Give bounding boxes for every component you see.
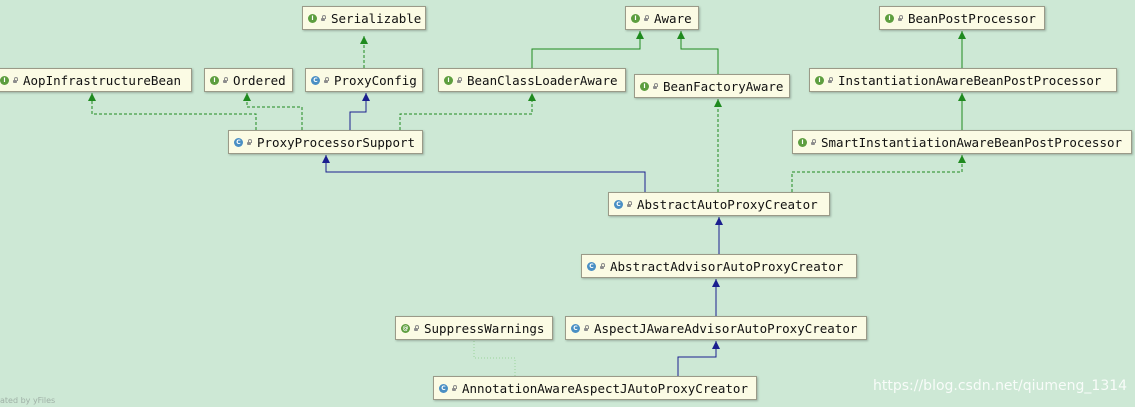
interface-icon: I — [210, 75, 219, 85]
node-bean-post-processor[interactable]: I BeanPostProcessor — [879, 6, 1045, 30]
edge-extends — [677, 341, 717, 376]
arrowhead — [714, 99, 722, 107]
node-abstract-auto-proxy-creator[interactable]: C AbstractAutoProxyCreator — [608, 192, 830, 216]
arrowhead — [243, 93, 251, 101]
node-smart-instantiation-aware-bean-post-processor[interactable]: I SmartInstantiationAwareBeanPostProcesso… — [792, 130, 1132, 154]
edge-extends-interface — [680, 31, 719, 74]
lock-icon — [626, 200, 632, 208]
yfiles-credit: ated by yFiles — [0, 396, 56, 405]
arrowhead — [677, 31, 685, 39]
lock-icon — [246, 138, 252, 146]
lock-icon — [897, 14, 903, 22]
node-label: Aware — [654, 10, 692, 26]
node-serializable[interactable]: I Serializable — [302, 6, 426, 30]
node-label: InstantiationAwareBeanPostProcessor — [838, 72, 1102, 88]
abstract-class-icon: C — [614, 199, 623, 209]
arrowhead — [712, 279, 720, 287]
interface-icon: I — [308, 13, 317, 23]
node-label: ProxyProcessorSupport — [257, 134, 416, 150]
edge-extends — [325, 155, 646, 192]
node-label: AnnotationAwareAspectJAutoProxyCreator — [462, 380, 748, 396]
lock-icon — [222, 76, 228, 84]
node-proxy-processor-support[interactable]: C ProxyProcessorSupport — [228, 130, 423, 154]
edge-extends-interface — [531, 31, 641, 68]
node-aop-infrastructure-bean[interactable]: I AopInfrastructureBean — [0, 68, 192, 92]
interface-icon: I — [798, 137, 807, 147]
interface-icon: I — [815, 75, 824, 85]
arrowhead — [528, 93, 536, 101]
interface-icon: I — [631, 13, 640, 23]
node-label: BeanClassLoaderAware — [467, 72, 618, 88]
interface-icon: I — [0, 75, 9, 85]
class-icon: C — [571, 323, 580, 333]
lock-icon — [827, 76, 833, 84]
node-bean-class-loader-aware[interactable]: I BeanClassLoaderAware — [438, 68, 626, 92]
class-icon: C — [311, 75, 320, 85]
node-annotation-aware-aspectj-auto-proxy-creator[interactable]: C AnnotationAwareAspectJAutoProxyCreator — [433, 376, 757, 400]
arrowhead — [958, 93, 966, 101]
node-label: AspectJAwareAdvisorAutoProxyCreator — [594, 320, 858, 336]
node-aware[interactable]: I Aware — [625, 6, 699, 30]
lock-icon — [652, 82, 658, 90]
arrowhead — [958, 155, 966, 163]
interface-icon: I — [444, 75, 453, 85]
edge-implements — [399, 93, 533, 130]
lock-icon — [583, 324, 589, 332]
class-icon: C — [234, 137, 243, 147]
arrowhead — [322, 155, 330, 163]
edge-annotated — [473, 341, 516, 376]
arrowhead — [958, 31, 966, 39]
interface-icon: I — [640, 81, 649, 91]
lock-icon — [810, 138, 816, 146]
arrowhead — [362, 93, 370, 101]
node-proxy-config[interactable]: C ProxyConfig — [305, 68, 423, 92]
node-label: Serializable — [331, 10, 422, 26]
lock-icon — [413, 324, 419, 332]
edge-implements — [91, 93, 257, 130]
edge-extends — [349, 93, 367, 130]
edge-implements — [246, 93, 303, 130]
node-label: SuppressWarnings — [424, 320, 545, 336]
lock-icon — [599, 262, 605, 270]
node-label: SmartInstantiationAwareBeanPostProcessor — [821, 134, 1123, 150]
lock-icon — [12, 76, 18, 84]
node-label: AopInfrastructureBean — [23, 72, 182, 88]
node-suppress-warnings[interactable]: @ SuppressWarnings — [395, 316, 553, 340]
node-instantiation-aware-bean-post-processor[interactable]: I InstantiationAwareBeanPostProcessor — [809, 68, 1117, 92]
class-icon: C — [587, 261, 596, 271]
node-label: ProxyConfig — [334, 72, 417, 88]
lock-icon — [643, 14, 649, 22]
arrowhead — [360, 36, 368, 44]
arrowhead — [712, 341, 720, 349]
arrowhead — [88, 93, 96, 101]
node-bean-factory-aware[interactable]: I BeanFactoryAware — [634, 74, 790, 98]
lock-icon — [323, 76, 329, 84]
lock-icon — [456, 76, 462, 84]
node-label: AbstractAutoProxyCreator — [637, 196, 818, 212]
node-label: AbstractAdvisorAutoProxyCreator — [610, 258, 844, 274]
watermark: https://blog.csdn.net/qiumeng_1314 — [873, 378, 1128, 394]
node-label: BeanFactoryAware — [663, 78, 784, 94]
node-abstract-advisor-auto-proxy-creator[interactable]: C AbstractAdvisorAutoProxyCreator — [581, 254, 857, 278]
arrowhead — [715, 217, 723, 225]
node-label: Ordered — [233, 72, 286, 88]
node-aspectj-aware-advisor-auto-proxy-creator[interactable]: C AspectJAwareAdvisorAutoProxyCreator — [565, 316, 867, 340]
class-icon: C — [439, 383, 448, 393]
lock-icon — [451, 384, 457, 392]
node-label: BeanPostProcessor — [908, 10, 1036, 26]
node-ordered[interactable]: I Ordered — [204, 68, 293, 92]
edge-implements — [791, 155, 963, 192]
annotation-icon: @ — [401, 323, 410, 333]
interface-icon: I — [885, 13, 894, 23]
lock-icon — [320, 14, 326, 22]
arrowhead — [636, 31, 644, 39]
